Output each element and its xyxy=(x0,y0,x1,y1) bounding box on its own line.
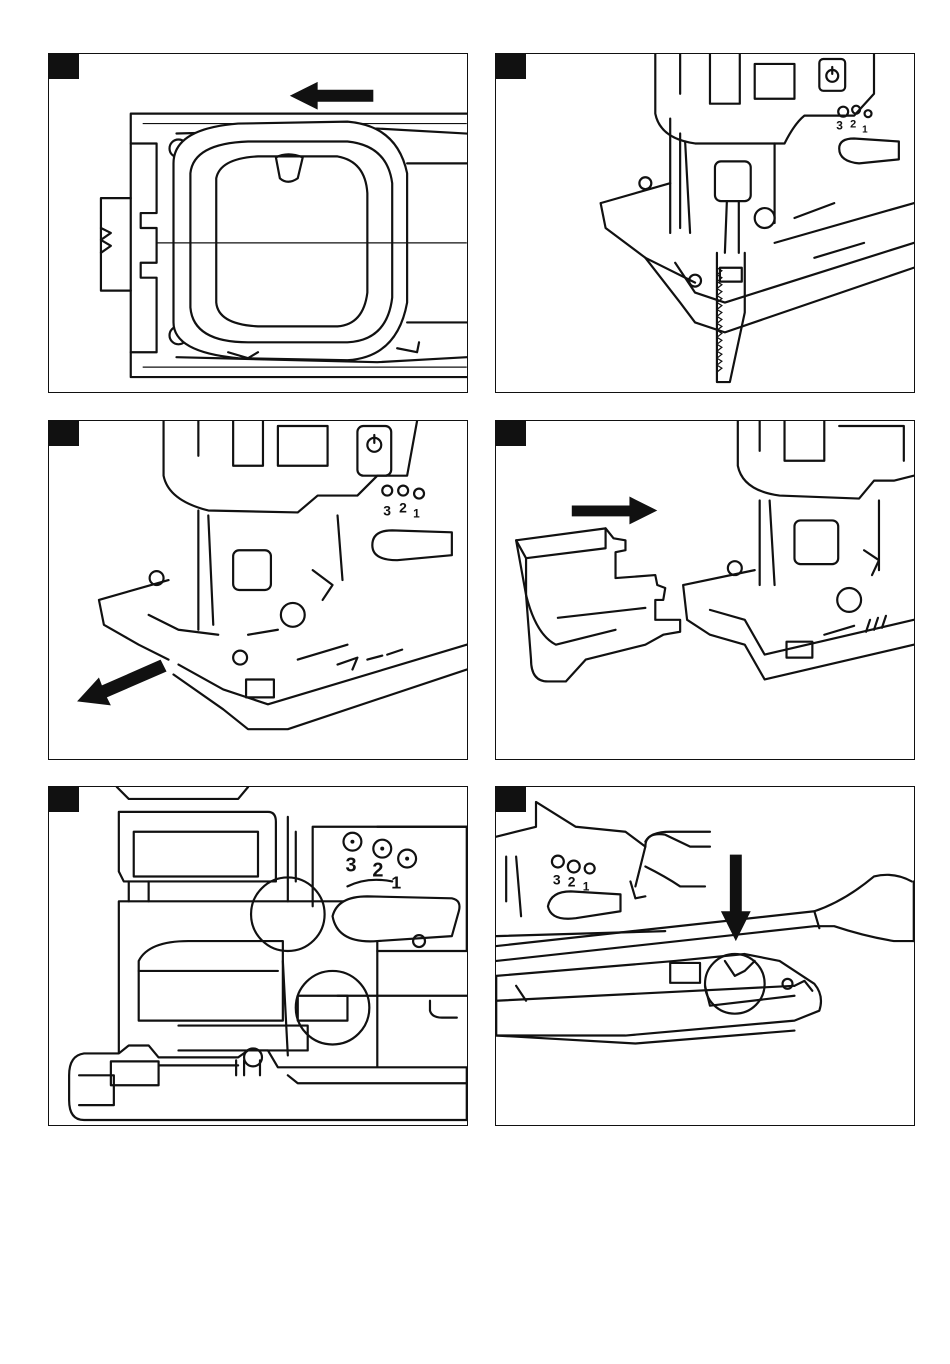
dial-label-3: 3 xyxy=(553,871,561,887)
dial-label-2: 2 xyxy=(372,859,383,881)
parallel-guide-attachment-view: 3 2 1 xyxy=(496,787,914,1125)
figure-5: 3 2 1 xyxy=(48,786,468,1126)
power-button-icon xyxy=(819,59,845,91)
jigsaw-blade-clamp-view: 3 2 1 xyxy=(496,54,914,392)
arrow-left-icon xyxy=(290,82,374,110)
dial-label-2: 2 xyxy=(399,499,407,515)
dial-label-3: 3 xyxy=(383,502,391,518)
dial-label-1: 1 xyxy=(413,506,420,520)
jigsaw-blade-removal-view: 3 2 1 xyxy=(49,421,467,759)
power-button-icon xyxy=(357,426,391,476)
dial-label-2: 2 xyxy=(850,119,856,131)
dial-label-1: 1 xyxy=(862,125,868,136)
dial-label-3: 3 xyxy=(836,119,843,133)
dial-label-2: 2 xyxy=(568,873,576,889)
speed-dial: 3 2 1 xyxy=(836,106,871,136)
figure-2: 3 2 1 xyxy=(495,53,915,393)
dust-cover-icon xyxy=(516,528,680,681)
arrow-down-icon xyxy=(721,855,751,941)
figure-1 xyxy=(48,53,468,393)
bevel-adjustment-side-view: 3 2 1 xyxy=(49,787,467,1125)
arrow-down-left-icon xyxy=(77,660,166,706)
figure-3: 3 2 1 xyxy=(48,420,468,760)
dial-label-3: 3 xyxy=(345,855,356,877)
speed-dial: 3 2 1 xyxy=(382,486,424,521)
highlight-circle-icon xyxy=(296,971,370,1045)
figure-6: 3 2 1 xyxy=(495,786,915,1126)
dust-cover-attachment-view xyxy=(496,421,914,759)
arrow-right-icon xyxy=(572,497,657,525)
figure-4 xyxy=(495,420,915,760)
speed-dial: 3 2 1 xyxy=(552,856,595,894)
jigsaw-base-top-view xyxy=(49,54,467,392)
